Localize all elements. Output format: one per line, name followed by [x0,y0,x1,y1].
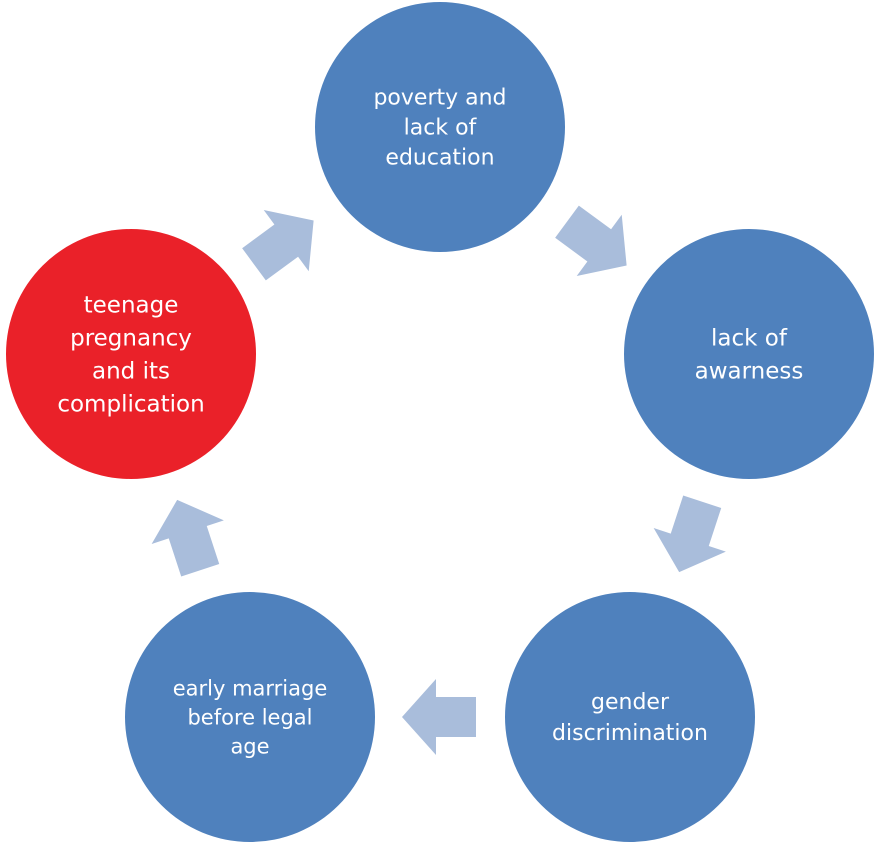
node-label-line: before legal [187,705,312,729]
arrow-early-marriage-to-teenage-pregnancy [151,499,224,577]
arrow-awareness-to-gender [653,495,726,573]
node-label-line: pregnancy [70,326,192,352]
node-label-gender: gender discrimination [552,690,708,746]
node-circle-poverty [315,2,565,252]
node-label-line: early marriage [173,676,328,700]
node-circle-early-marriage [125,592,375,842]
arrow-teenage-pregnancy-to-poverty [242,210,314,281]
node-label-line: and its [92,359,170,385]
node-label-line: education [385,146,494,171]
node-awareness: lack of awarness [624,229,874,479]
arrow-poverty-to-awareness [555,205,627,276]
arrows-layer [151,205,726,755]
node-teenage-pregnancy: teenage pregnancy and its complication [6,229,256,479]
node-label-line: discrimination [552,721,708,746]
node-label-line: teenage [84,293,179,319]
node-label-line: awarness [695,359,804,385]
node-circle-awareness [624,229,874,479]
node-label-awareness: lack of awarness [695,326,804,385]
nodes-layer: poverty and lack of education lack of awarne… [6,2,874,842]
node-label-line: poverty and [373,86,506,111]
node-circle-teenage-pregnancy [6,229,256,479]
node-poverty: poverty and lack of education [315,2,565,252]
node-label-line: gender [591,690,670,715]
node-label-teenage-pregnancy: teenage pregnancy and its complication [57,293,204,418]
node-label-line: age [230,734,269,758]
node-label-poverty: poverty and lack of education [373,86,506,171]
node-label-line: complication [57,392,204,418]
node-gender: gender discrimination [505,592,755,842]
node-label-early-marriage: early marriage before legal age [173,676,328,758]
node-early-marriage: early marriage before legal age [125,592,375,842]
node-label-line: lack of [404,116,478,141]
node-label-line: lack of [711,326,788,352]
arrow-gender-to-early-marriage [402,679,476,755]
node-circle-gender [505,592,755,842]
